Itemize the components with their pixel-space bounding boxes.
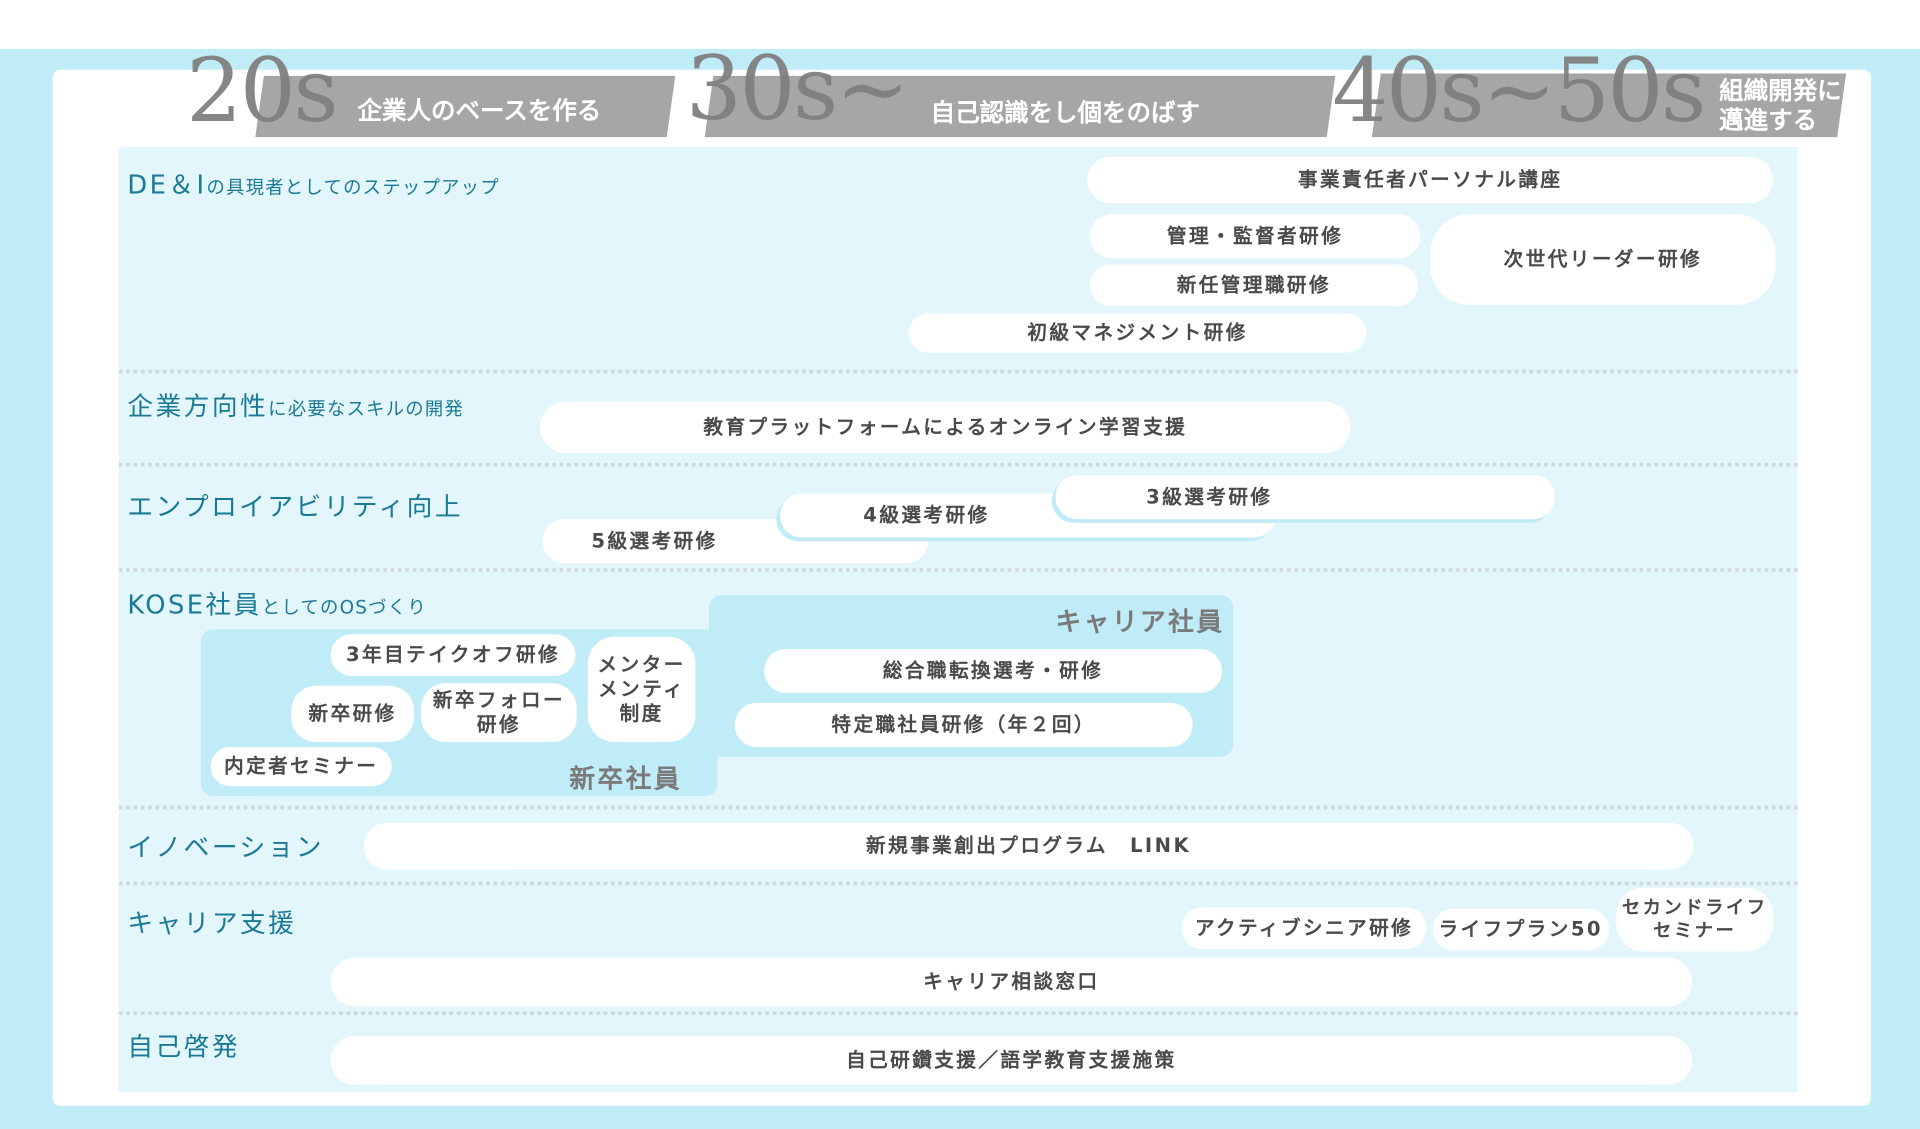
follow-line: 研修	[476, 712, 522, 736]
header-title-20s: 企業人のベースを作る	[357, 95, 602, 125]
row-label-direction: 企業方向性に必要なスキルの開発	[127, 387, 464, 424]
group-label-career: キャリア社員	[1055, 607, 1225, 637]
program-next-leader: 次世代リーダー研修	[1430, 214, 1776, 305]
program-specific-staff: 特定職社員研修（年２回）	[734, 702, 1193, 747]
header-title-40s: 組織開発に邁進する	[1719, 75, 1842, 135]
program-general-convert: 総合職転換選考・研修	[764, 648, 1223, 694]
row-label-main: 企業方向性	[127, 391, 269, 422]
age-20s: 20s	[186, 39, 339, 143]
row-label-main: DE＆I	[127, 170, 207, 200]
program-mentor: メンターメンティ制度	[587, 636, 696, 743]
second-life-line: セミナー	[1653, 919, 1737, 942]
program-manager-supervisor: 管理・監督者研修	[1089, 214, 1421, 259]
row-separator	[118, 369, 1798, 374]
program-newgrad: 新卒研修	[291, 685, 414, 743]
program-lifeplan: ライフプラン50	[1432, 908, 1609, 951]
program-self-study: 自己研鑽支援／語学教育支援施策	[330, 1035, 1693, 1085]
row-label-main: KOSE社員	[127, 590, 262, 620]
program-second-life: セカンドライフセミナー	[1616, 887, 1774, 952]
program-active-senior: アクティブシニア研修	[1181, 907, 1427, 949]
row-separator	[118, 1011, 1798, 1016]
mentor-line: 制度	[619, 701, 664, 725]
mentor-line: メンティ	[598, 677, 686, 701]
header-title-30s: 自己認識をし個をのばす	[930, 97, 1201, 128]
row-label-kose: KOSE社員としてのOSづくり	[127, 585, 427, 622]
row-label-innovation: イノベーション	[127, 832, 324, 863]
group-label-newgrad: 新卒社員	[569, 764, 683, 794]
program-new-manager: 新任管理職研修	[1089, 264, 1418, 307]
row-label-sub: に必要なスキルの開発	[268, 397, 465, 421]
row-label-career: キャリア支援	[127, 908, 297, 938]
program-link: 新規事業創出プログラム LINK	[363, 822, 1694, 870]
program-grade3: 3級選考研修	[1055, 475, 1556, 520]
row-label-self: 自己啓発	[127, 1032, 241, 1062]
row-separator	[118, 462, 1798, 467]
row-separator	[118, 568, 1798, 572]
row-label-sub: の具現者としてのステップアップ	[206, 176, 500, 199]
program-online-learning: 教育プラットフォームによるオンライン学習支援	[540, 401, 1351, 454]
row-separator	[118, 805, 1798, 810]
mentor-line: メンター	[597, 652, 686, 676]
row-label-dei: DE＆Iの具現者としてのステップアップ	[127, 165, 499, 202]
follow-line: 新卒フォロー	[432, 688, 566, 712]
row-label-sub: としてのOSづくり	[261, 596, 427, 619]
age-30s: 30s~	[685, 36, 910, 140]
program-naitei: 内定者セミナー	[210, 746, 392, 787]
program-business-leader: 事業責任者パーソナル講座	[1087, 156, 1774, 204]
program-newgrad-follow: 新卒フォロー研修	[421, 683, 577, 743]
second-life-line: セカンドライフ	[1621, 896, 1768, 919]
age-40s: 40s~50s	[1332, 39, 1706, 143]
row-separator	[118, 881, 1798, 886]
row-label-employability: エンプロイアビリティ向上	[127, 492, 463, 522]
program-takeoff: 3年目テイクオフ研修	[330, 634, 576, 676]
program-career-consult: キャリア相談窓口	[330, 957, 1693, 1007]
program-junior-management: 初級マネジメント研修	[908, 313, 1367, 353]
